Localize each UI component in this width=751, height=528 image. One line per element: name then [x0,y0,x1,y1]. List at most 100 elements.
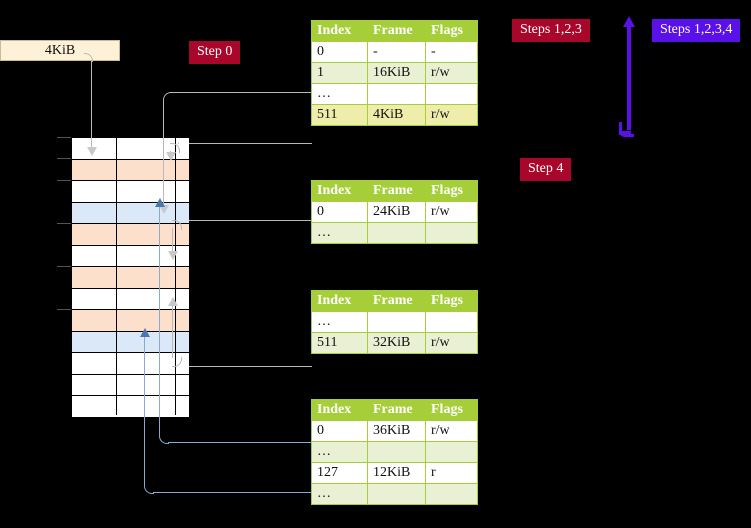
grid-tick [57,137,71,138]
table-row: 511 4KiB r/w [311,104,478,126]
grid-tick [57,266,71,267]
cell-frame [367,222,426,244]
step-4-label: Step 4 [528,161,564,176]
grid-tick [57,223,71,224]
arrowhead-down-icon [168,251,178,260]
page-table-level-3: Index Frame Flags 0 24KiB r/w … [311,180,478,244]
cell-index: 511 [311,104,368,126]
arrowhead-up-icon [168,297,178,306]
cell-flags [425,222,478,244]
table-header-row: Index Frame Flags [311,20,478,42]
connector-line [178,143,179,144]
cell-index: 127 [311,462,368,484]
memory-grid-divider [116,138,117,415]
table-row: … [311,311,478,333]
connector-line [172,305,173,358]
steps-1234-badge: Steps 1,2,3,4 [652,19,741,42]
cell-flags: - [425,41,478,63]
memory-row [72,396,189,418]
connector-line [189,366,312,367]
cell-frame: - [367,41,426,63]
table-row: 0 36KiB r/w [311,420,478,442]
table-row: … [311,222,478,244]
column-header-index: Index [311,180,368,202]
connector-line [163,99,164,207]
cell-frame [367,483,426,505]
grid-tick [57,158,71,159]
page-table-level-2: Index Frame Flags … 511 32KiB r/w [311,290,478,354]
table-row: … [311,483,478,505]
steps-1234-label: Steps 1,2,3,4 [660,22,733,37]
arrowhead-up-icon [155,198,165,207]
cell-flags [425,441,478,463]
connector-arc [144,484,154,494]
cell-frame: 16KiB [367,62,426,84]
column-header-frame: Frame [367,290,426,312]
connector-arc [159,434,169,444]
connector-arc [163,92,172,101]
steps-123-badge: Steps 1,2,3 [512,19,590,42]
connector-line [170,92,312,93]
purple-arrowhead-icon [623,16,635,27]
cell-flags [425,483,478,505]
cell-frame: 12KiB [367,462,426,484]
cell-frame [367,441,426,463]
column-header-frame: Frame [367,180,426,202]
table-row: 127 12KiB r [311,462,478,484]
cell-index: 0 [311,420,368,442]
cell-index: 0 [311,201,368,223]
cell-flags: r [425,462,478,484]
table-header-row: Index Frame Flags [311,399,478,421]
table-row: 511 32KiB r/w [311,332,478,354]
memory-row [72,138,189,160]
cell-index: … [311,483,368,505]
arrowhead-down-icon [87,147,97,156]
connector-line [168,442,312,443]
cell-flags [425,83,478,105]
cell-index: … [311,222,368,244]
column-header-frame: Frame [367,399,426,421]
step-0-label: Step 0 [197,44,233,59]
table-row: 0 - - [311,41,478,63]
column-header-flags: Flags [425,290,478,312]
column-header-flags: Flags [425,399,478,421]
memory-grid-divider [175,138,176,415]
cell-frame: 32KiB [367,332,426,354]
cell-frame [367,83,426,105]
step-4-badge: Step 4 [520,158,572,181]
cell-index: … [311,311,368,333]
memory-row [72,159,189,181]
cell-index: … [311,441,368,463]
page-table-level-4: Index Frame Flags 0 - - 1 16KiB r/w … 51… [311,20,478,126]
cell-flags [425,311,478,333]
steps-123-label: Steps 1,2,3 [520,22,582,37]
purple-bracket-corner [619,122,634,137]
table-header-row: Index Frame Flags [311,180,478,202]
connector-line [189,220,312,221]
connector-line [189,143,312,144]
table-header-row: Index Frame Flags [311,290,478,312]
cell-flags: r/w [425,332,478,354]
table-row: … [311,83,478,105]
arrowhead-up-icon [140,328,150,337]
grid-tick [57,309,71,310]
purple-bracket-vertical [627,26,631,130]
column-header-flags: Flags [425,180,478,202]
physical-memory-grid [71,137,190,418]
page-size-box: 4KiB [0,40,120,61]
table-row: … [311,441,478,463]
column-header-index: Index [311,290,368,312]
connector-line [144,336,145,485]
table-row: 0 24KiB r/w [311,201,478,223]
connector-arc [170,143,180,153]
cell-frame: 36KiB [367,420,426,442]
column-header-index: Index [311,399,368,421]
cell-flags: r/w [425,104,478,126]
connector-line [159,206,160,435]
arrowhead-down-icon [159,205,169,214]
cell-index: 1 [311,62,368,84]
memory-row [72,181,189,203]
cell-frame [367,311,426,333]
connector-arc [172,220,182,230]
